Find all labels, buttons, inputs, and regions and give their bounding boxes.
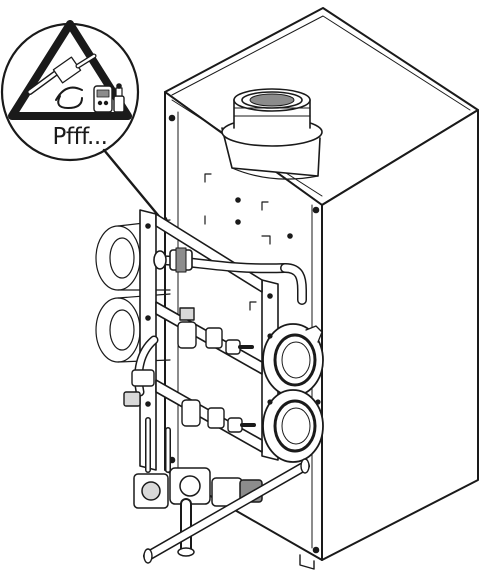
- leak-spray-bottle-icon: [113, 83, 125, 113]
- pipe-union-icon: [27, 53, 97, 109]
- circulator-pump: [133, 467, 263, 557]
- warning-callout: [0, 20, 174, 234]
- hydraulic-flanges-right: [262, 323, 324, 463]
- gas-pipe: [153, 247, 307, 305]
- boiler-cabinet: [149, 7, 479, 570]
- hydraulic-flanges-left: [95, 219, 171, 363]
- return-pipe: [143, 458, 310, 564]
- gas-leak-detector-icon: [93, 85, 113, 113]
- valve-fittings: [123, 307, 256, 473]
- flue-outlet: [221, 88, 323, 180]
- callout-caption: Pfff...: [52, 124, 108, 150]
